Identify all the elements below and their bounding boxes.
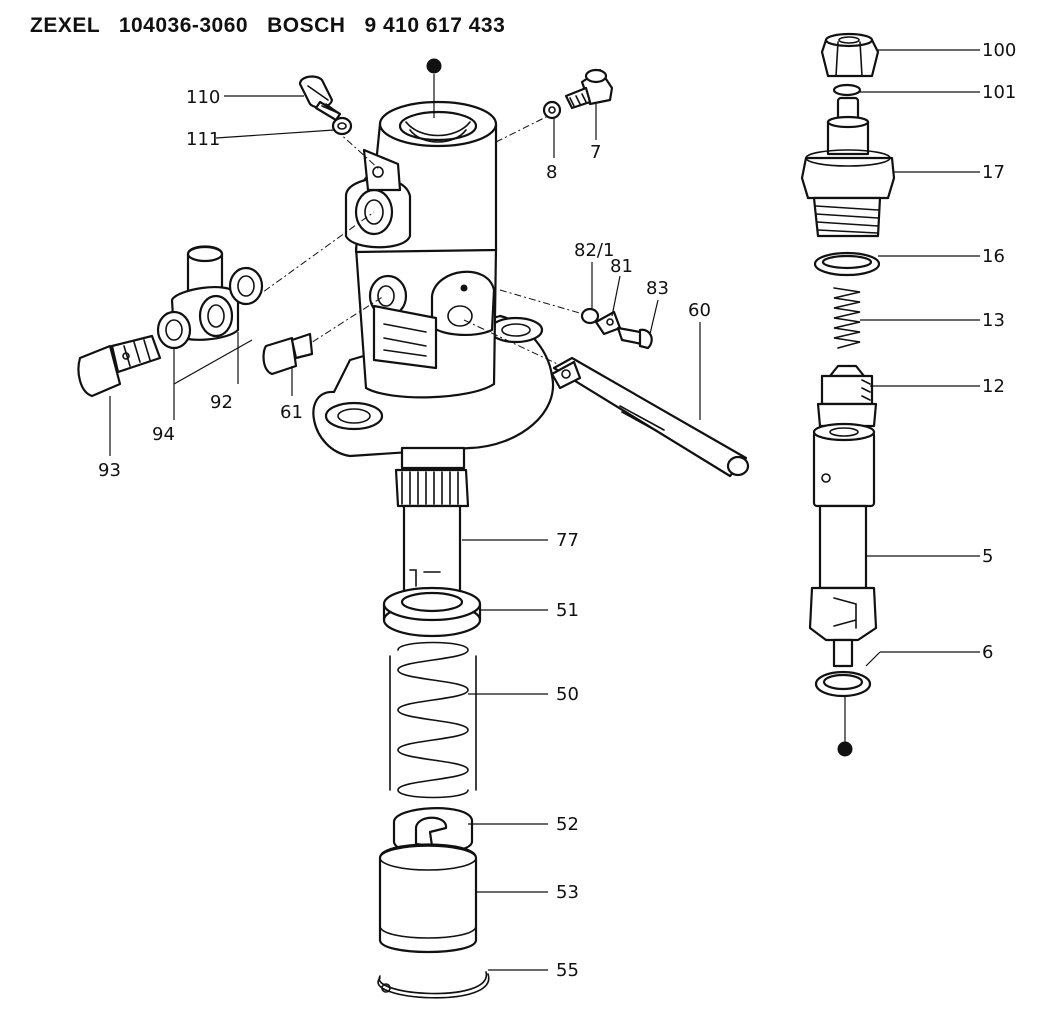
part-13-spring (833, 287, 861, 349)
assembly-link-dot (837, 741, 853, 757)
callout-77: 77 (556, 530, 579, 551)
callout-100: 100 (982, 40, 1016, 61)
callout-83: 83 (646, 278, 669, 299)
part-83-screw (616, 326, 653, 350)
part-111-washer (331, 116, 353, 136)
part-92-banjo-fitting (170, 245, 240, 341)
pump-housing (251, 58, 591, 470)
part-81-tab-washer (594, 310, 622, 336)
part-100-nut (820, 32, 880, 78)
callout-92: 92 (210, 392, 233, 413)
zexel-part-number: 104036-3060 (118, 14, 249, 37)
part-50-plunger-spring (389, 641, 477, 799)
callout-81: 81 (610, 256, 633, 277)
callout-16: 16 (982, 246, 1005, 267)
callout-61: 61 (280, 402, 303, 423)
part-55-snap-ring (377, 971, 490, 999)
callout-60: 60 (688, 300, 711, 321)
part-5-valve-body (808, 422, 878, 642)
callout-51: 51 (556, 600, 579, 621)
part-60-control-rod (550, 356, 750, 478)
part-7-screw (564, 68, 614, 110)
part-8-washer (542, 100, 562, 120)
part-110-screw (298, 75, 342, 122)
callout-52: 52 (556, 814, 579, 835)
callout-111: 111 (186, 129, 220, 150)
part-53-tappet (378, 843, 478, 954)
part-94-washer (156, 266, 264, 350)
callout-50: 50 (556, 684, 579, 705)
part-82-1-washer (580, 307, 600, 325)
diagram-header: ZEXEL 104036-3060 BOSCH 9 410 617 433 (30, 14, 505, 38)
right-assembly (800, 32, 980, 757)
brand-bosch: BOSCH (267, 14, 346, 37)
brand-zexel: ZEXEL (30, 14, 100, 37)
bosch-part-number: 9 410 617 433 (364, 14, 506, 37)
callout-94: 94 (152, 424, 175, 445)
callout-55: 55 (556, 960, 579, 981)
callout-93: 93 (98, 460, 121, 481)
callout-12: 12 (982, 376, 1005, 397)
part-12-delivery-valve (816, 364, 878, 428)
assembly-link-dot-top (426, 58, 442, 74)
callout-101: 101 (982, 82, 1016, 103)
callout-53: 53 (556, 882, 579, 903)
callout-5: 5 (982, 546, 993, 567)
callout-6: 6 (982, 642, 993, 663)
part-17-holder (800, 115, 896, 238)
part-77-control-sleeve (394, 468, 470, 598)
part-93-banjo-bolt (77, 334, 162, 398)
callout-13: 13 (982, 310, 1005, 331)
part-16-gasket (813, 251, 881, 277)
callout-82-1: 82/1 (574, 240, 614, 261)
part-51-spring-seat (382, 586, 482, 638)
callout-7: 7 (590, 142, 601, 163)
callout-8: 8 (546, 162, 557, 183)
part-61-plug (262, 332, 314, 376)
callout-110: 110 (186, 87, 220, 108)
callout-17: 17 (982, 162, 1005, 183)
part-6-washer (814, 638, 872, 698)
